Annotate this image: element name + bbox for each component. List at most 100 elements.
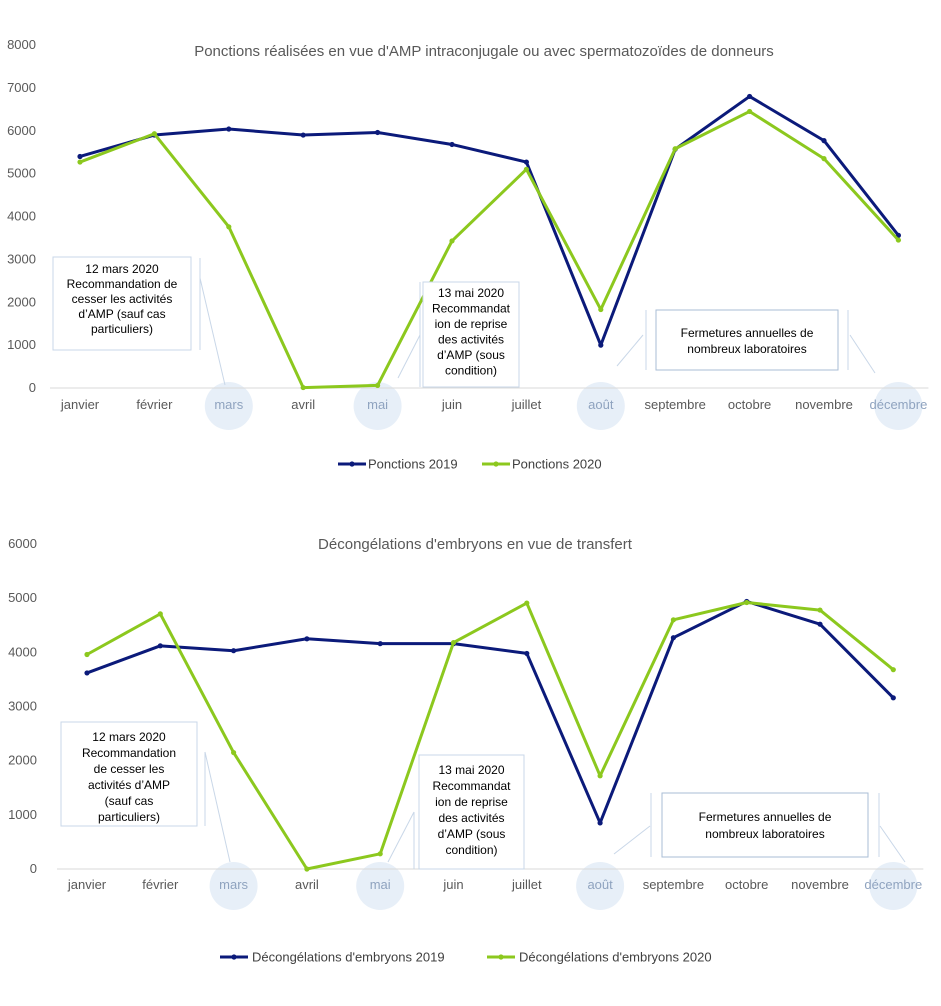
- annotation-leader-line: [397, 334, 421, 379]
- data-point: [670, 635, 677, 641]
- annotation-text: ion de reprise: [435, 317, 508, 331]
- legend-swatch-marker: [231, 954, 237, 960]
- data-point: [895, 237, 902, 243]
- chart-1: Ponctions réalisées en vue d'AMP intraco…: [7, 37, 929, 472]
- annotation-text: cesser les activités: [72, 292, 173, 306]
- annotation-text: ion de reprise: [435, 795, 508, 809]
- annotation-text: d’AMP (sauf cas: [78, 307, 165, 321]
- annotation-text: condition): [445, 364, 497, 378]
- data-point: [231, 749, 237, 756]
- x-tick-label: juillet: [511, 877, 542, 892]
- x-tick-label: janvier: [60, 397, 100, 412]
- annotation-leader-line: [849, 334, 876, 374]
- x-tick-label: mai: [367, 397, 388, 412]
- y-tick-label: 0: [29, 380, 36, 395]
- annotation-box: [418, 754, 525, 870]
- annotation-box: [661, 792, 869, 858]
- annotation-text: des activités: [438, 811, 504, 825]
- month-highlight-circle: [869, 862, 918, 910]
- annotation-text: 13 mai 2020: [438, 763, 504, 777]
- y-tick-label: 6000: [7, 123, 36, 138]
- annotation-text: Fermetures annuelles de: [699, 810, 832, 824]
- data-point: [524, 650, 530, 657]
- data-point: [157, 611, 163, 617]
- data-point: [226, 224, 232, 230]
- data-point: [304, 866, 310, 872]
- x-tick-label: octobre: [725, 877, 768, 892]
- data-point: [151, 131, 157, 137]
- annotation-text: condition): [445, 843, 497, 857]
- y-tick-label: 5000: [7, 166, 36, 181]
- data-point: [597, 820, 603, 826]
- data-point: [231, 648, 237, 654]
- annotation-text: nombreux laboratoires: [687, 342, 806, 356]
- annotation-text: activités d’AMP: [88, 778, 170, 792]
- data-point: [672, 146, 678, 152]
- series-line-1: [78, 94, 900, 347]
- legend-label: Décongélations d'embryons 2019: [252, 950, 445, 965]
- x-tick-label: février: [142, 877, 179, 892]
- month-highlight-circle: [576, 382, 625, 430]
- x-tick-label: février: [136, 397, 173, 412]
- data-point: [304, 636, 310, 642]
- x-tick-label: septembre: [644, 397, 705, 412]
- data-point: [598, 306, 604, 313]
- annotation-text: particuliers): [91, 322, 153, 336]
- annotation-text: Recommandat: [432, 302, 511, 316]
- annotation-leader-line: [879, 825, 906, 863]
- legend-label: Décongélations d'embryons 2020: [519, 950, 712, 965]
- annotation-text: nombreux laboratoires: [705, 827, 824, 841]
- data-point: [300, 132, 306, 138]
- data-point: [817, 621, 823, 627]
- annotation-3: Fermetures annuelles de nombreux laborato…: [655, 309, 839, 371]
- annotation-leader-line: [204, 751, 231, 863]
- y-tick-label: 0: [30, 861, 37, 876]
- annotation-text: 12 mars 2020: [85, 262, 159, 276]
- data-point: [747, 108, 753, 115]
- data-point: [300, 384, 306, 391]
- data-point: [821, 138, 827, 144]
- month-highlight-circle: [874, 382, 923, 430]
- data-point: [377, 851, 383, 857]
- month-highlight-circle: [576, 862, 625, 910]
- data-point: [375, 129, 381, 136]
- data-point: [598, 342, 604, 348]
- annotation-box: [52, 256, 192, 351]
- data-point: [747, 93, 753, 100]
- data-point: [524, 600, 530, 606]
- legend-label: Ponctions 2019: [368, 457, 458, 472]
- data-point: [226, 126, 232, 132]
- x-tick-label: mars: [214, 397, 243, 412]
- x-tick-label: décembre: [869, 397, 927, 412]
- chart-2: Décongélations d'embryons en vue de tran…: [8, 536, 924, 965]
- y-tick-label: 5000: [8, 590, 37, 605]
- month-highlight-circle: [356, 862, 405, 910]
- legend-label: Ponctions 2020: [512, 457, 602, 472]
- x-tick-label: avril: [295, 877, 319, 892]
- data-point: [890, 667, 896, 673]
- annotation-text: d’AMP (sous: [437, 348, 505, 362]
- y-tick-label: 4000: [8, 644, 37, 659]
- data-point: [821, 156, 827, 162]
- x-tick-label: avril: [291, 397, 315, 412]
- annotation-text: Fermetures annuelles de: [681, 326, 814, 340]
- data-point: [77, 159, 83, 165]
- data-point: [375, 382, 381, 389]
- x-tick-label: janvier: [67, 877, 107, 892]
- annotation-box: [60, 721, 198, 827]
- y-tick-label: 2000: [8, 753, 37, 768]
- annotation-text: Recommandat: [432, 779, 511, 793]
- annotation-leader-line: [616, 334, 644, 367]
- data-point: [449, 238, 455, 244]
- data-point: [744, 599, 750, 606]
- y-tick-label: 8000: [7, 37, 36, 52]
- month-highlight-circle: [209, 862, 258, 910]
- legend-swatch-marker: [498, 954, 504, 960]
- x-tick-label: mai: [370, 877, 391, 892]
- x-tick-label: juillet: [511, 397, 542, 412]
- y-tick-label: 6000: [8, 536, 37, 551]
- annotation-text: 13 mai 2020: [438, 286, 504, 300]
- y-tick-label: 3000: [7, 251, 36, 266]
- data-point: [84, 651, 90, 658]
- chart-title: Décongélations d'embryons en vue de tran…: [318, 536, 633, 553]
